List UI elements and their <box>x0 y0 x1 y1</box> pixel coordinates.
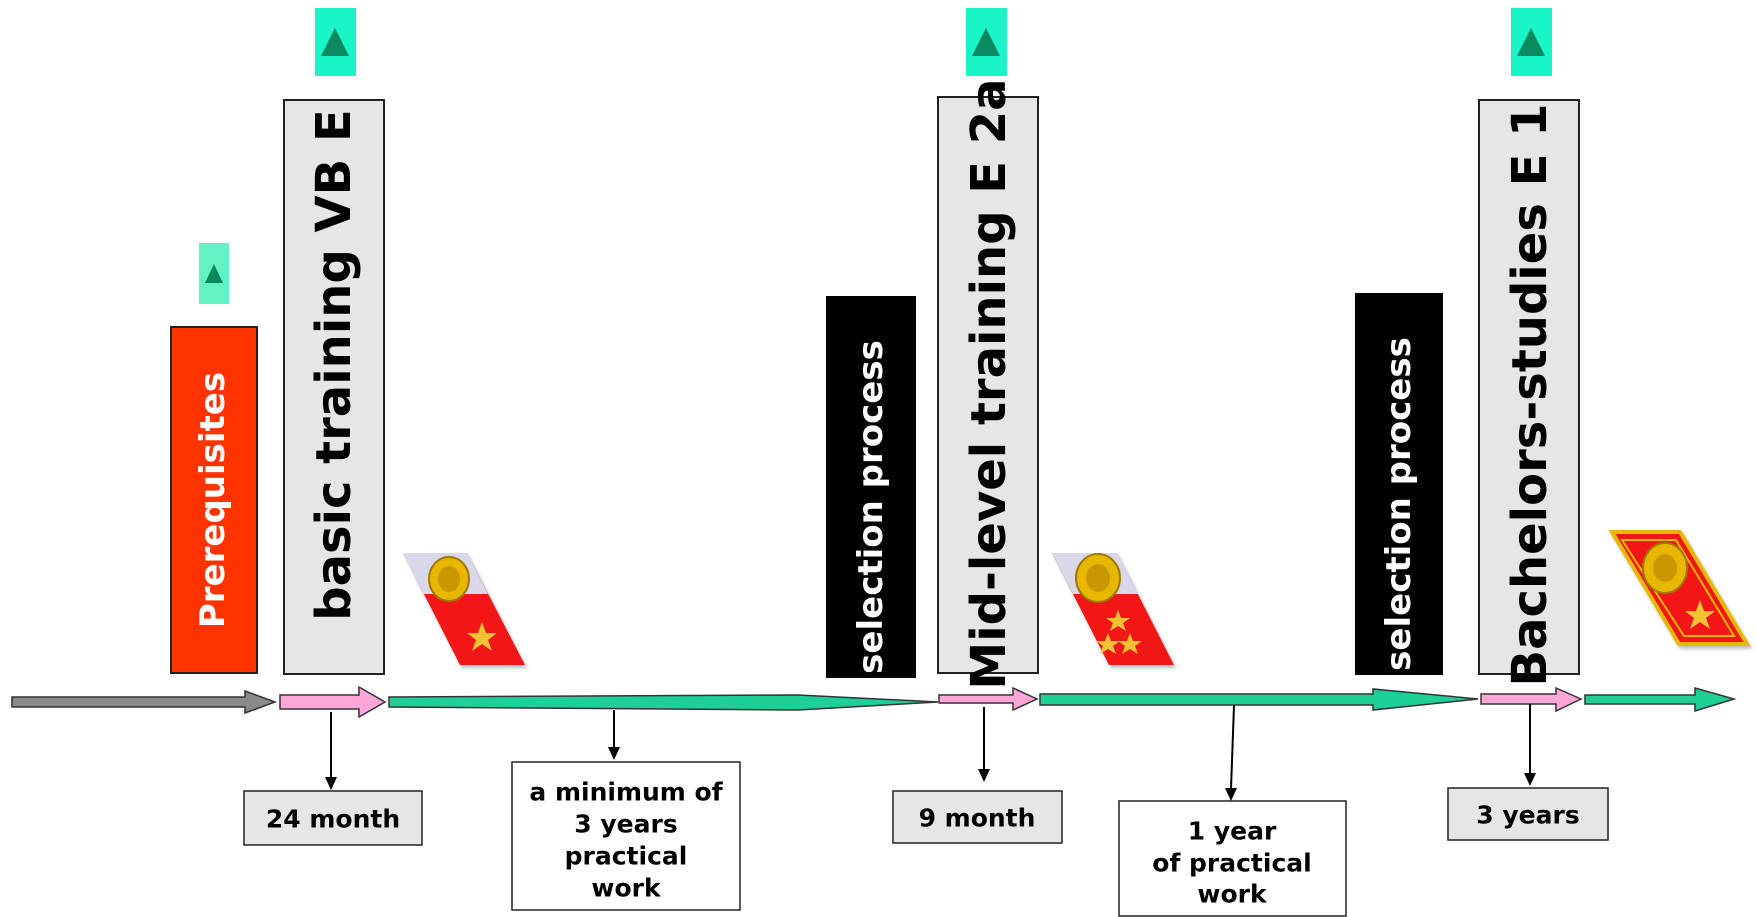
duration-box-basic: 24 month <box>243 790 423 846</box>
selection-process-box-2: selection process <box>1355 293 1443 675</box>
timeline-arrow-teal-2 <box>1039 688 1479 711</box>
practical-1-line-1: a minimum of <box>529 778 723 807</box>
timeline-arrow-teal-3 <box>1584 687 1737 713</box>
practical-1-line-4: work <box>591 874 662 903</box>
practical-2-line-1: 1 year <box>1188 817 1277 846</box>
marker-bachelors <box>1511 8 1552 76</box>
timeline-arrow-teal-1 <box>388 694 939 711</box>
triangle-up-icon <box>972 28 1000 56</box>
triangle-up-icon <box>1517 28 1545 56</box>
rank-insignia-icon-2 <box>1052 553 1174 665</box>
timeline-arrow-pink-mid <box>938 686 1039 712</box>
practical-1-line-2: 3 years <box>574 810 677 839</box>
duration-box-practical-1: a minimum of 3 years practical work <box>511 761 741 911</box>
mid-level-training-label: Mid-level training E 2a <box>961 78 1017 689</box>
triangle-up-icon <box>205 264 223 283</box>
duration-basic-label: 24 month <box>266 805 400 834</box>
bachelors-studies-label: Bachelors-studies E 1 <box>1502 104 1558 687</box>
mid-level-training-box: Mid-level training E 2a <box>937 78 1039 690</box>
basic-training-box: basic training VB E <box>283 99 385 675</box>
timeline <box>11 685 1737 719</box>
marker-prerequisites <box>199 243 229 304</box>
duration-mid-label: 9 month <box>919 804 1036 833</box>
practical-2-line-2: of practical <box>1152 849 1311 878</box>
practical-1-line-3: practical <box>565 842 688 871</box>
marker-mid-level <box>966 8 1007 76</box>
duration-box-practical-2: 1 year of practical work <box>1118 800 1347 917</box>
timeline-arrow-gray <box>11 689 278 715</box>
duration-bachelors-label: 3 years <box>1476 801 1579 830</box>
triangle-up-icon <box>321 28 349 56</box>
basic-training-label: basic training VB E <box>306 109 362 621</box>
rank-insignia-icon-1 <box>403 553 525 665</box>
selection-process-label-2: selection process <box>1379 337 1419 671</box>
prerequisites-box: Prerequisites <box>170 326 258 674</box>
connectors <box>325 704 1536 801</box>
practical-2-line-3: work <box>1197 880 1268 909</box>
marker-basic-training <box>315 8 356 76</box>
timeline-arrow-pink-basic <box>279 685 387 719</box>
bachelors-studies-box: Bachelors-studies E 1 <box>1478 99 1580 687</box>
duration-box-bachelors: 3 years <box>1447 787 1609 841</box>
selection-process-box-1: selection process <box>826 296 916 678</box>
prerequisites-label: Prerequisites <box>193 372 233 628</box>
rank-insignia-icon-3 <box>1608 530 1751 646</box>
timeline-arrow-pink-bachelors <box>1480 686 1583 713</box>
duration-box-mid: 9 month <box>892 790 1063 844</box>
selection-process-label-1: selection process <box>851 340 891 674</box>
